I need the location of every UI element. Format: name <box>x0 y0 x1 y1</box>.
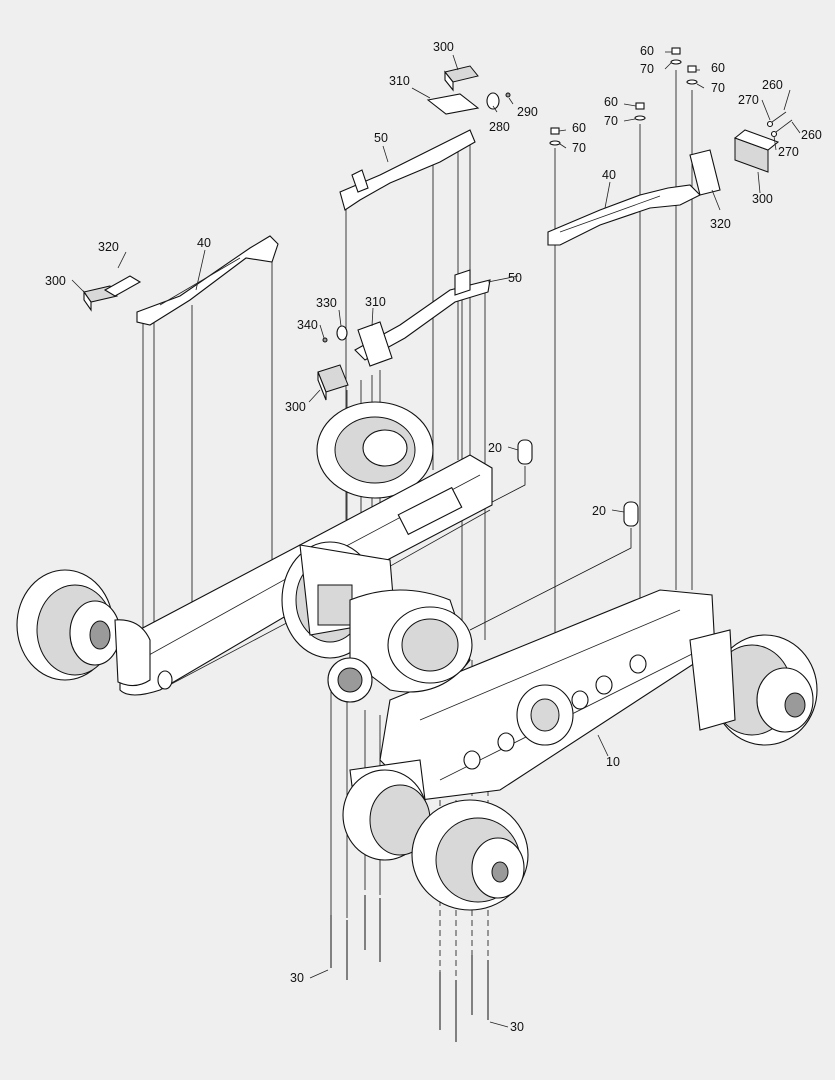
front-axle-assembly <box>327 589 818 911</box>
screw-340 <box>322 337 328 343</box>
callout-20-left: 20 <box>488 441 502 455</box>
callout-60-d: 60 <box>572 121 586 135</box>
callout-10: 10 <box>606 755 620 769</box>
callout-260-a: 260 <box>762 78 783 92</box>
plate-310-middle <box>357 321 393 367</box>
callout-70-c: 70 <box>604 114 618 128</box>
callout-300-middle: 300 <box>285 400 306 414</box>
bracket-40-left <box>136 235 279 326</box>
callout-300-right: 300 <box>752 192 773 206</box>
callout-30-left: 30 <box>290 971 304 985</box>
callout-300-left: 300 <box>45 274 66 288</box>
bracket-50-upper <box>339 129 476 211</box>
callout-320-right: 320 <box>710 217 731 231</box>
callout-330: 330 <box>316 296 337 310</box>
clamp-300-right <box>733 129 780 173</box>
callout-60-b: 60 <box>711 61 725 75</box>
callout-300-top: 300 <box>433 40 454 54</box>
callout-280: 280 <box>489 120 510 134</box>
screw-290 <box>505 92 511 98</box>
callout-340: 340 <box>297 318 318 332</box>
washer-330 <box>336 325 348 341</box>
callout-40-right: 40 <box>602 168 616 182</box>
callout-20-right: 20 <box>592 504 606 518</box>
sleeve-20-right <box>623 501 639 527</box>
callout-labels: 300 310 290 280 50 320 40 300 40 50 330 … <box>45 40 822 1034</box>
callout-50-lower: 50 <box>508 271 522 285</box>
callout-40-left: 40 <box>197 236 211 250</box>
callout-30-right: 30 <box>510 1020 524 1034</box>
sleeve-20-left <box>517 439 533 465</box>
rear-axle-assembly <box>16 401 493 696</box>
callout-270-a: 270 <box>738 93 759 107</box>
callout-70-d: 70 <box>572 141 586 155</box>
plate-310-top <box>426 93 480 115</box>
leader-lines <box>71 51 801 1028</box>
callout-70-a: 70 <box>640 62 654 76</box>
callout-60-a: 60 <box>640 44 654 58</box>
callout-50-upper: 50 <box>374 131 388 145</box>
callout-260-b: 260 <box>801 128 822 142</box>
bracket-40-right <box>547 184 701 246</box>
callout-70-b: 70 <box>711 81 725 95</box>
callout-270-b: 270 <box>778 145 799 159</box>
callout-60-c: 60 <box>604 95 618 109</box>
plate-320-left <box>103 275 142 297</box>
callout-320-left: 320 <box>98 240 119 254</box>
callout-310-top: 310 <box>389 74 410 88</box>
long-bolts-30 <box>330 895 489 1042</box>
bolts-260-270 <box>766 111 793 138</box>
clamp-300-middle <box>317 364 349 401</box>
callout-310-middle: 310 <box>365 295 386 309</box>
plate-320-right <box>689 149 721 196</box>
clamp-300-top <box>444 65 479 92</box>
washer-280 <box>486 92 500 110</box>
callout-290: 290 <box>517 105 538 119</box>
